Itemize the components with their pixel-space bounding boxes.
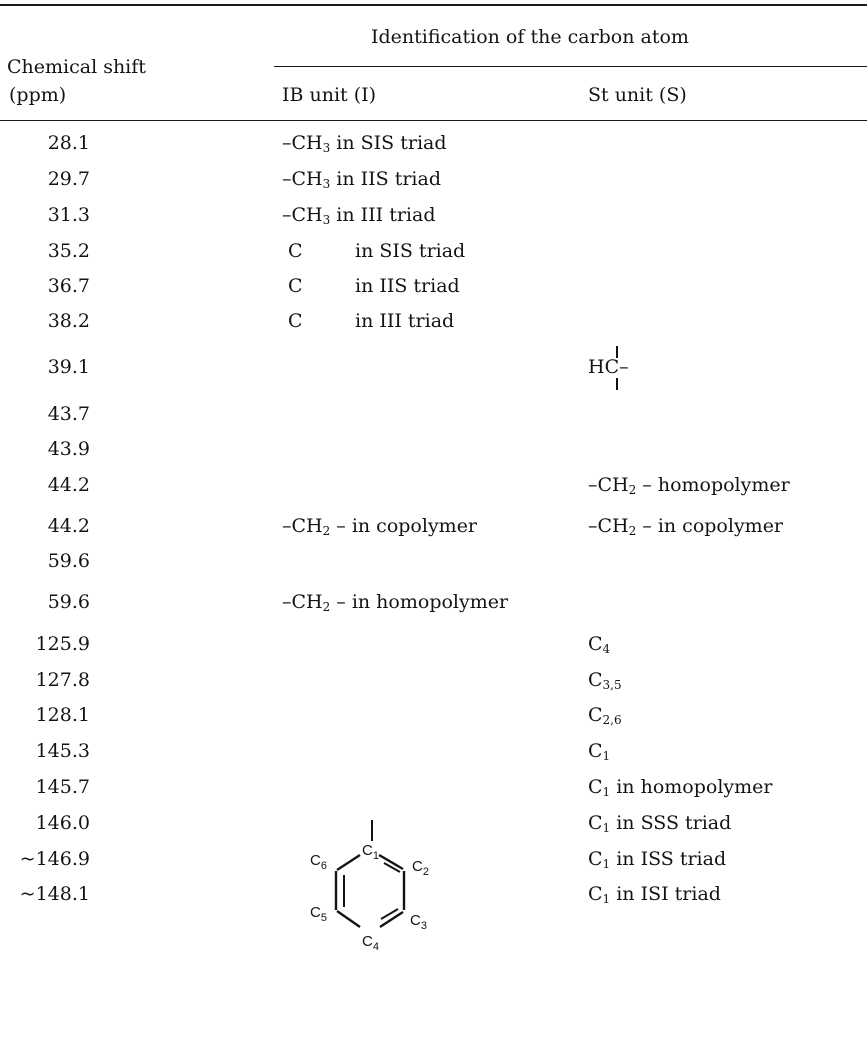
st-unit-cell: –CH2 – in copolymer	[588, 515, 784, 538]
ring-bond-c6-c1	[336, 853, 361, 872]
chemical-shift-cell: 28.1	[47, 132, 90, 154]
chemical-shift-cell: 127.8	[35, 669, 90, 691]
ib-unit-cell: –CH3 in III triad	[282, 204, 436, 227]
ib-atom-cell: C	[288, 275, 303, 297]
chemical-shift-cell: 38.2	[47, 310, 90, 332]
chemical-shift-cell: 29.7	[47, 168, 90, 190]
bond-down	[616, 378, 618, 390]
ring-label-c2: C2	[412, 858, 429, 878]
st-unit-cell: C1	[588, 740, 611, 763]
group-header: Identification of the carbon atom	[371, 26, 689, 48]
ib-unit-cell: –CH2 – in copolymer	[282, 515, 478, 538]
ppm-header: (ppm)	[9, 84, 67, 106]
ring-bond-c1-c2	[378, 853, 404, 871]
chemical-shift-cell: 43.7	[47, 403, 90, 425]
ring-bond-c3-c4	[379, 910, 404, 929]
ib-unit-cell: in IIS triad	[355, 275, 460, 297]
chemical-shift-cell: 36.7	[47, 275, 90, 297]
st-unit-cell: C1 in homopolymer	[588, 776, 773, 799]
ib-unit-cell: –CH3 in IIS triad	[282, 168, 441, 191]
ib-unit-cell: in SIS triad	[355, 240, 466, 262]
ib-unit-cell: –CH2 – in homopolymer	[282, 591, 509, 614]
chemical-shift-cell: 146.0	[35, 812, 90, 834]
ib-unit-header: IB unit (I)	[282, 84, 377, 106]
quaternary-carbon-cell: HC–	[588, 356, 629, 378]
chemical-shift-cell: 59.6	[47, 591, 90, 613]
ring-label-c4: C4	[362, 933, 379, 953]
ring-label-c5: C5	[310, 904, 327, 924]
ib-atom-cell: C	[288, 240, 303, 262]
chemical-shift-cell: 31.3	[47, 204, 90, 226]
st-unit-cell: C2,6	[588, 704, 622, 727]
chemical-shift-cell: 125.9	[35, 633, 90, 655]
chemical-shift-cell: 145.7	[35, 776, 90, 798]
st-unit-cell: C3,5	[588, 669, 622, 692]
header-bottom-rule	[0, 120, 867, 121]
chemical-shift-cell: ~148.1	[19, 883, 90, 905]
chemical-shift-cell: 35.2	[47, 240, 90, 262]
ring-label-c3: C3	[410, 912, 427, 932]
ib-atom-cell: C	[288, 310, 303, 332]
chemical-shift-cell: 43.9	[47, 438, 90, 460]
group-rule	[274, 66, 867, 67]
chemical-shift-header: Chemical shift	[7, 56, 146, 78]
chemical-shift-cell: ~146.9	[19, 848, 90, 870]
st-unit-cell: C1 in ISS triad	[588, 848, 727, 871]
top-rule	[0, 4, 867, 6]
st-unit-cell: C1 in ISI triad	[588, 883, 721, 906]
chemical-shift-cell: 145.3	[35, 740, 90, 762]
chemical-shift-cell: 44.2	[47, 515, 90, 537]
chemical-shift-cell: 39.1	[47, 356, 90, 378]
ring-label-c6: C6	[310, 852, 327, 872]
st-unit-cell: C4	[588, 633, 611, 656]
chemical-shift-cell: 128.1	[35, 704, 90, 726]
st-unit-cell: –CH2 – homopolymer	[588, 474, 790, 497]
ring-label-c1: C1	[362, 842, 379, 862]
chemical-shift-cell: 59.6	[47, 550, 90, 572]
ring-bond-c3-c4-double	[380, 908, 399, 920]
st-unit-cell: C1 in SSS triad	[588, 812, 732, 835]
chemical-shift-cell: 44.2	[47, 474, 90, 496]
ring-bond-c4-c5	[336, 910, 361, 928]
ring-bond-c1-c2-double	[383, 862, 401, 873]
benzene-ring-structure: C1 C2 C3 C4 C5 C6	[310, 820, 429, 953]
bond-up	[616, 346, 618, 358]
ib-unit-cell: –CH3 in SIS triad	[282, 132, 447, 155]
st-unit-header: St unit (S)	[588, 84, 687, 106]
ib-unit-cell: in III triad	[355, 310, 455, 332]
